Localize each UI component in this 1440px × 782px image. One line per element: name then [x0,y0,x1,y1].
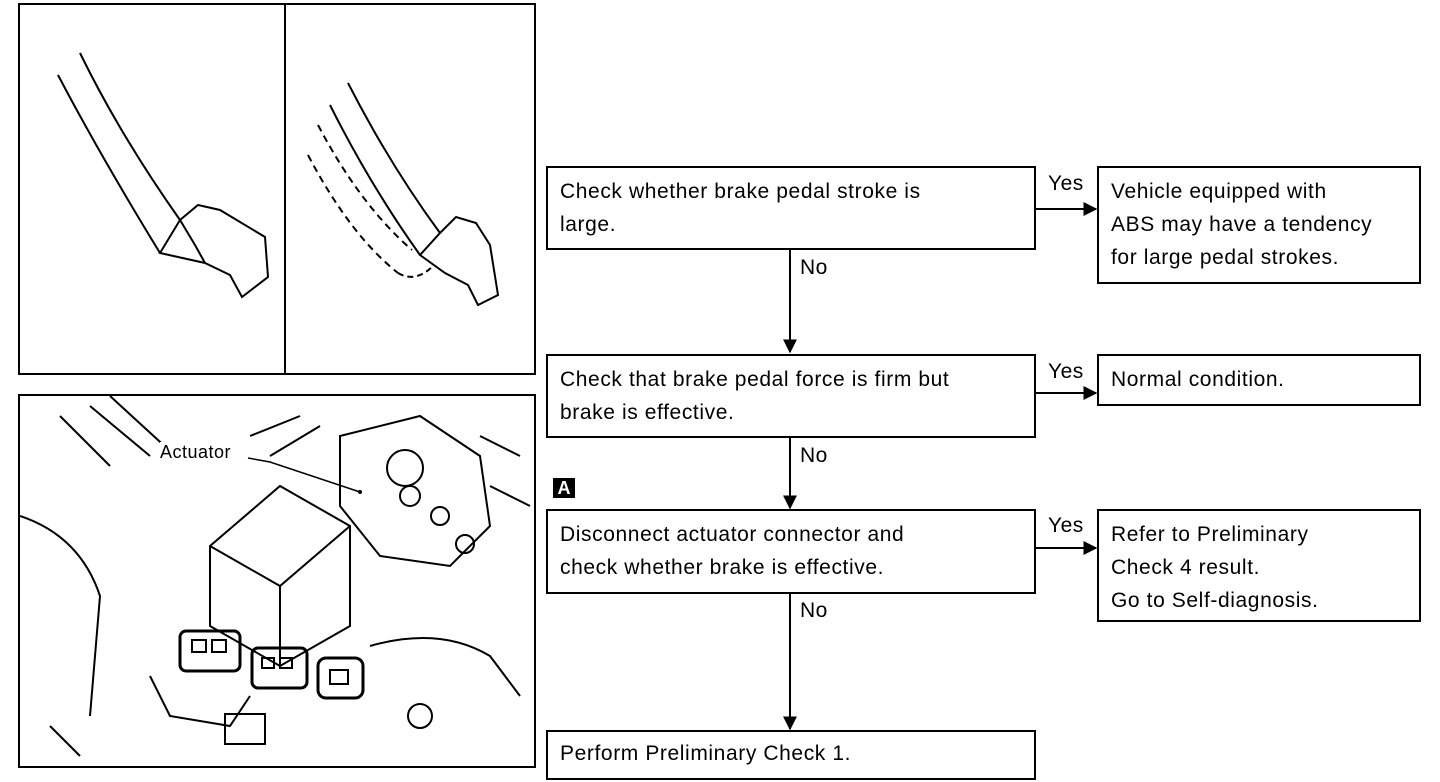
actuator-drawing [19,395,531,757]
outcome-3-line-1: Refer to Preliminary [1111,523,1309,546]
pedal-illustration-panel [18,3,536,375]
no-label-1: No [800,256,828,279]
outcome-refer-check-4: Refer to Preliminary Check 4 result. Go … [1097,509,1421,622]
step-3-line-2: check whether brake is effective. [560,556,885,579]
step-2-line-1: Check that brake pedal force is firm but [560,368,950,391]
no-label-3: No [800,599,828,622]
step-1-line-2: large. [560,213,617,236]
yes-label-1: Yes [1048,172,1084,195]
actuator-label: Actuator [160,442,232,463]
marker-a: A [553,478,575,498]
yes-label-2: Yes [1048,360,1084,383]
no-label-2: No [800,444,828,467]
outcome-1-line-1: Vehicle equipped with [1111,180,1327,203]
outcome-abs-tendency: Vehicle equipped with ABS may have a ten… [1097,166,1421,284]
step-1-line-1: Check whether brake pedal stroke is [560,180,921,203]
outcome-2-line-1: Normal condition. [1111,368,1285,391]
step-disconnect-actuator: Disconnect actuator connector and check … [546,509,1036,594]
outcome-3-line-3: Go to Self-diagnosis. [1111,589,1319,612]
outcome-1-line-3: for large pedal strokes. [1111,246,1340,269]
step-check-pedal-force: Check that brake pedal force is firm but… [546,354,1036,438]
step-3-line-1: Disconnect actuator connector and [560,523,905,546]
actuator-illustration-panel: Actuator [18,394,536,768]
brake-pedal-drawing [57,5,500,373]
step-check-pedal-stroke: Check whether brake pedal stroke is larg… [546,166,1036,250]
yes-label-3: Yes [1048,514,1084,537]
outcome-3-line-2: Check 4 result. [1111,556,1261,579]
outcome-normal-condition: Normal condition. [1097,354,1421,406]
outcome-1-line-2: ABS may have a tendency [1111,213,1373,236]
step-4-line-1: Perform Preliminary Check 1. [560,742,852,765]
step-preliminary-check-1: Perform Preliminary Check 1. [546,730,1036,780]
step-2-line-2: brake is effective. [560,401,735,424]
